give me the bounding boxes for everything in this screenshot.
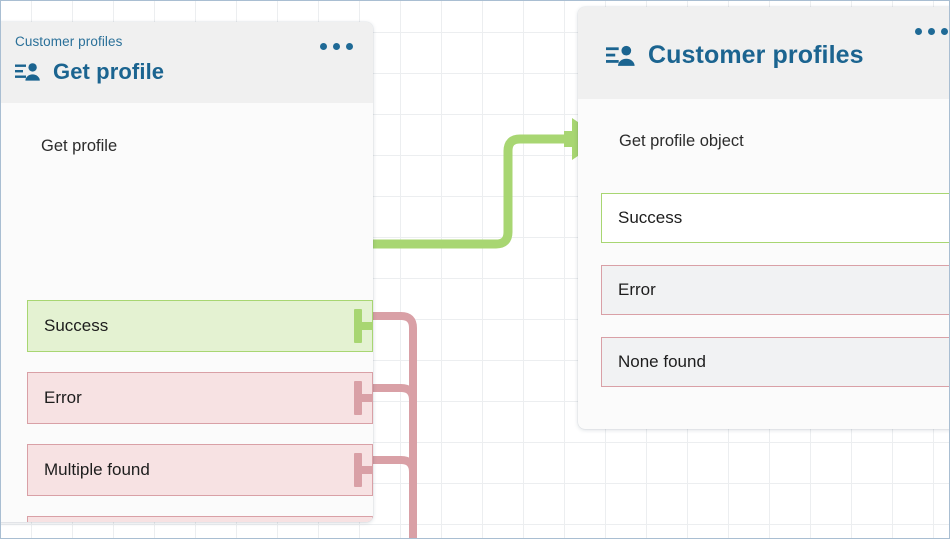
output-row-success[interactable]: Success	[27, 300, 373, 352]
output-row-error[interactable]: Error	[27, 372, 373, 424]
card-header: Customer profiles	[578, 7, 949, 99]
card-title: Customer profiles	[648, 41, 864, 69]
card-header: Customer profiles Get profile	[1, 22, 373, 103]
output-row-label: Error	[618, 280, 656, 299]
output-port-error[interactable]	[349, 381, 373, 415]
more-options-icon[interactable]	[915, 28, 948, 35]
connector-success	[356, 134, 583, 249]
list-person-icon	[15, 61, 41, 83]
card-kicker: Customer profiles	[15, 34, 123, 49]
card-title: Get profile	[53, 59, 165, 84]
output-row-label: Multiple found	[44, 460, 150, 479]
output-row-multiple-found[interactable]: Multiple found	[27, 444, 373, 496]
card-body: Get profile Success Error Multiple found	[1, 103, 373, 522]
chevron-right-icon	[1, 206, 5, 265]
card-subtitle: Get profile	[41, 137, 118, 155]
output-port-multiple-found[interactable]	[349, 453, 373, 487]
output-port-success[interactable]	[945, 201, 949, 235]
output-port-error[interactable]	[945, 273, 949, 307]
output-port-none-found[interactable]	[945, 345, 949, 379]
list-person-icon	[606, 43, 636, 69]
output-row-success[interactable]: Success	[601, 193, 949, 243]
output-row-error[interactable]: Error	[601, 265, 949, 315]
output-row-none-found[interactable]: None found	[601, 337, 949, 387]
node-card-customer-profiles[interactable]: Customer profiles Get profile object Suc…	[578, 7, 949, 429]
output-row-label: Success	[618, 208, 683, 227]
output-row-label: Success	[44, 316, 109, 335]
node-card-get-profile[interactable]: Customer profiles Get profile	[1, 22, 373, 522]
output-port-success[interactable]	[349, 309, 373, 343]
more-options-icon[interactable]	[320, 43, 353, 50]
output-row-label: None found	[618, 352, 706, 371]
output-row-label: Error	[44, 388, 82, 407]
output-row-none-found[interactable]: None found	[27, 516, 373, 522]
card-subtitle: Get profile object	[619, 132, 744, 150]
card-body: Get profile object Success Error None fo…	[578, 99, 949, 429]
